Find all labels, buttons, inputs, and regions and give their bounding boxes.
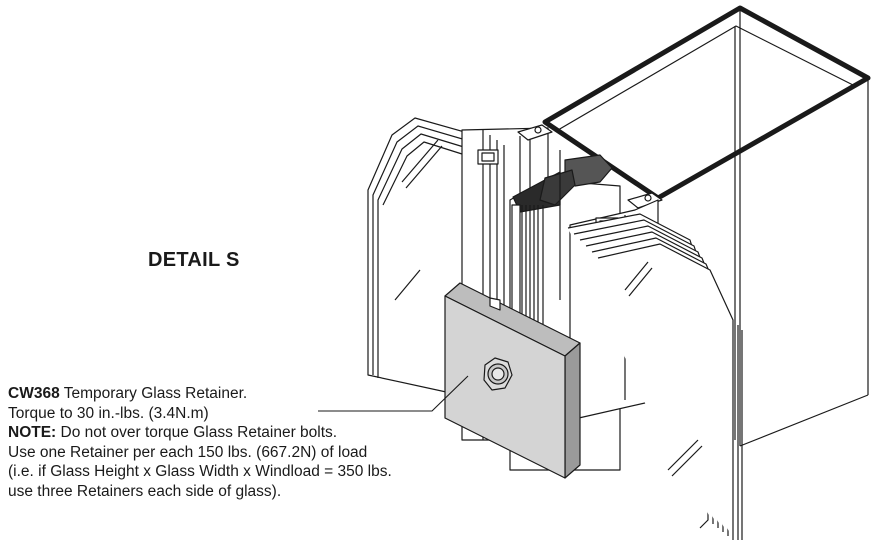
callout-line-6: use three Retainers each side of glass). [8,482,282,500]
part-number: CW368 [8,385,60,402]
mullion-box [542,5,871,447]
callout-line-5: (i.e. if Glass Height x Glass Width x Wi… [8,463,392,481]
detail-title: DETAIL S [148,249,240,271]
retainer-callout: CW368 Temporary Glass Retainer. Torque t… [8,384,392,502]
callout-line-4: Use one Retainer per each 150 lbs. (667.… [8,443,368,461]
callout-leader [318,375,469,412]
retainer-bolt [483,357,513,391]
note-text: Do not over torque Glass Retainer bolts. [56,424,338,442]
callout-line-1: CW368 Temporary Glass Retainer. [8,384,392,404]
callout-torque-line: Torque to 30 in.-lbs. (3.4N.m) [8,404,209,422]
note-label: NOTE: [8,424,57,442]
glazing-clip-top [517,124,553,141]
right-glass-panel [567,213,743,540]
glazing-clip-right [627,192,663,209]
callout-note-line: NOTE: Do not over torque Glass Retainer … [8,423,392,443]
part-description: Temporary Glass Retainer. [59,385,248,402]
